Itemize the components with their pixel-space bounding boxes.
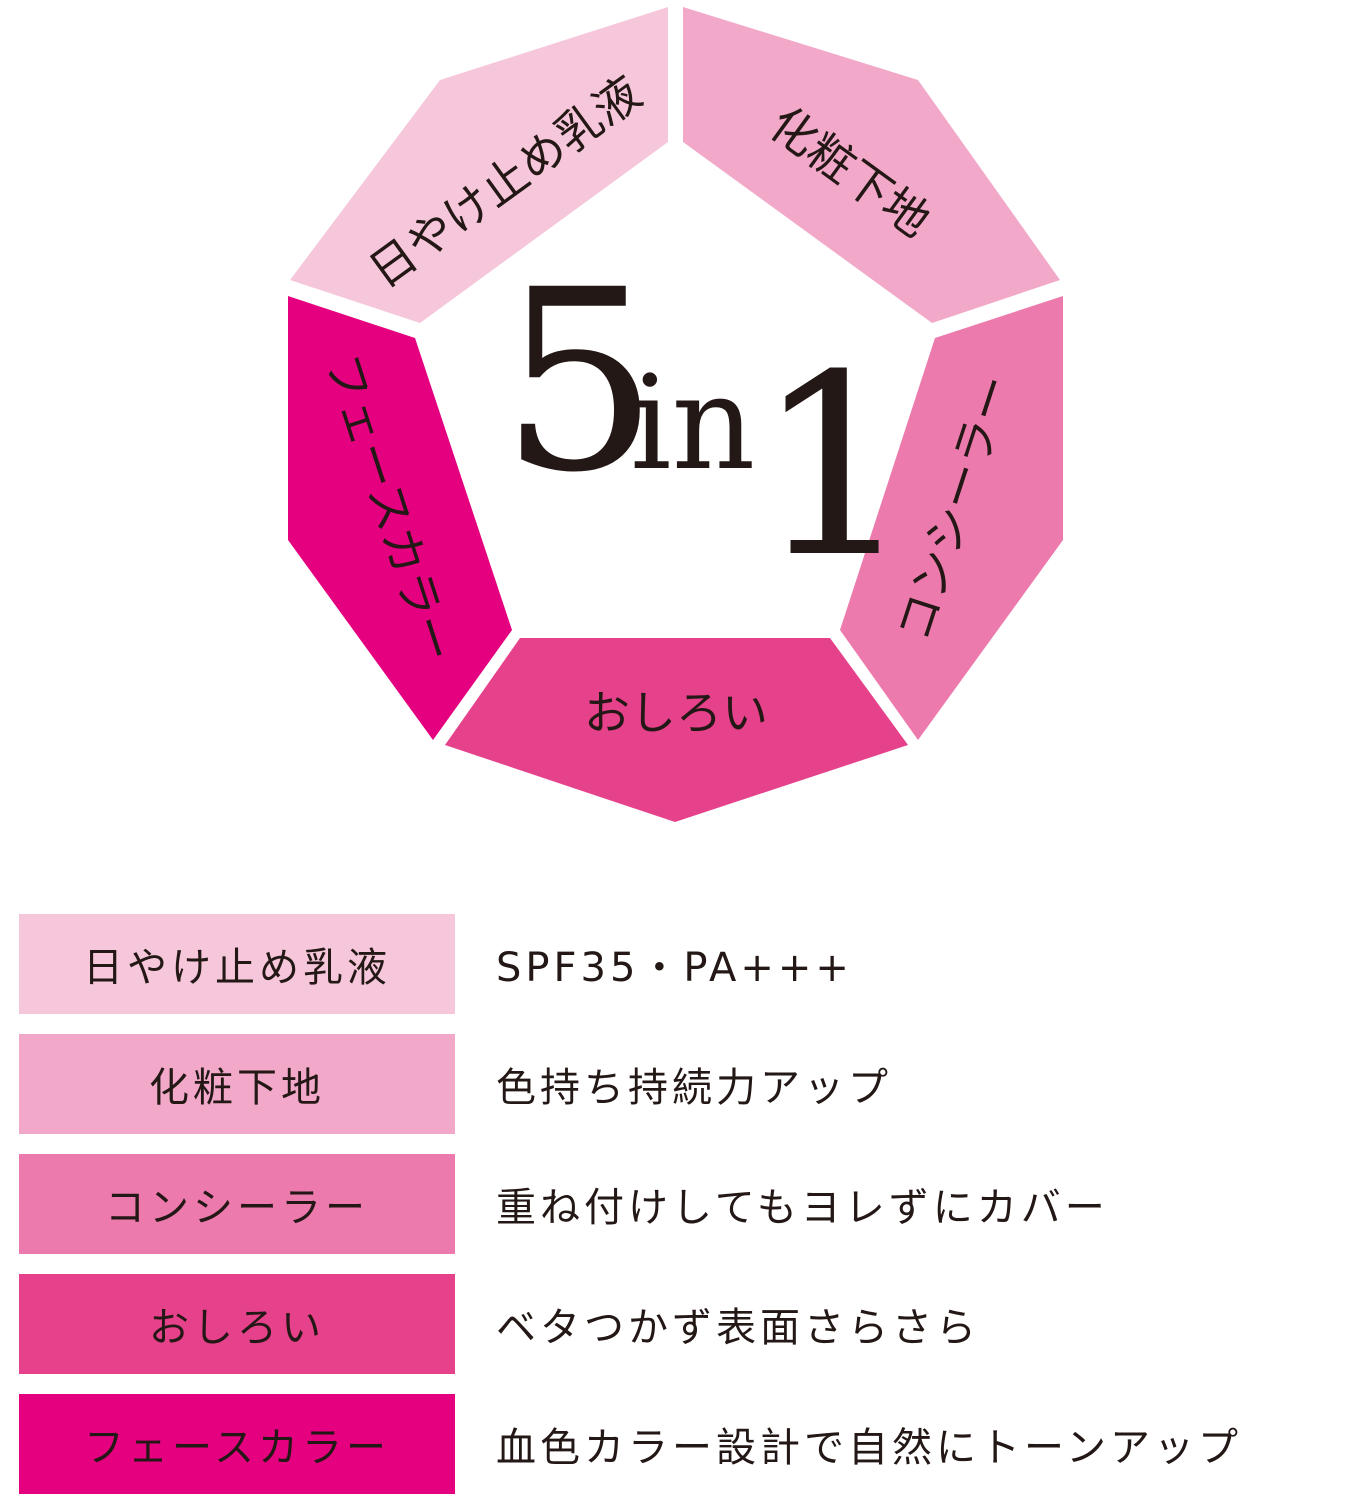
feature-tag: 日やけ止め乳液 [19,914,455,1014]
segment-concealer [840,296,1063,740]
feature-row-powder: おしろい ベタつかず表面さらさら [0,1274,1349,1374]
center-word-in: in [630,347,755,499]
feature-row-primer: 化粧下地 色持ち持続力アップ [0,1034,1349,1134]
feature-description: 血色カラー設計で自然にトーンアップ [496,1425,1242,1471]
feature-row-concealer: コンシーラー 重ね付けしてもヨレずにカバー [0,1154,1349,1254]
segment-face-color [288,296,512,740]
segment-sunscreen [290,7,668,323]
feature-row-face-color: フェースカラー 血色カラー設計で自然にトーンアップ [0,1394,1349,1494]
segment-label-powder: おしろい [584,686,768,740]
feature-description: 色持ち持続力アップ [496,1065,892,1111]
segment-primer [683,7,1060,323]
feature-description: SPF35・PA+++ [496,945,853,991]
feature-description: 重ね付けしてもヨレずにカバー [496,1185,1109,1231]
center-number-five: 5 [500,236,659,527]
feature-tag: おしろい [19,1274,455,1374]
feature-tag: 化粧下地 [19,1034,455,1134]
feature-tag: フェースカラー [19,1394,455,1494]
segment-powder [445,638,908,822]
feature-row-sunscreen: 日やけ止め乳液 SPF35・PA+++ [0,914,1349,1014]
feature-tag: コンシーラー [19,1154,455,1254]
center-number-one: 1 [755,321,914,612]
feature-description: ベタつかず表面さらさら [496,1305,980,1351]
five-in-one-diagram: 日やけ止め乳液 化粧下地 コンシーラー おしろい フェースカラー 5 in 1 [288,7,1063,822]
